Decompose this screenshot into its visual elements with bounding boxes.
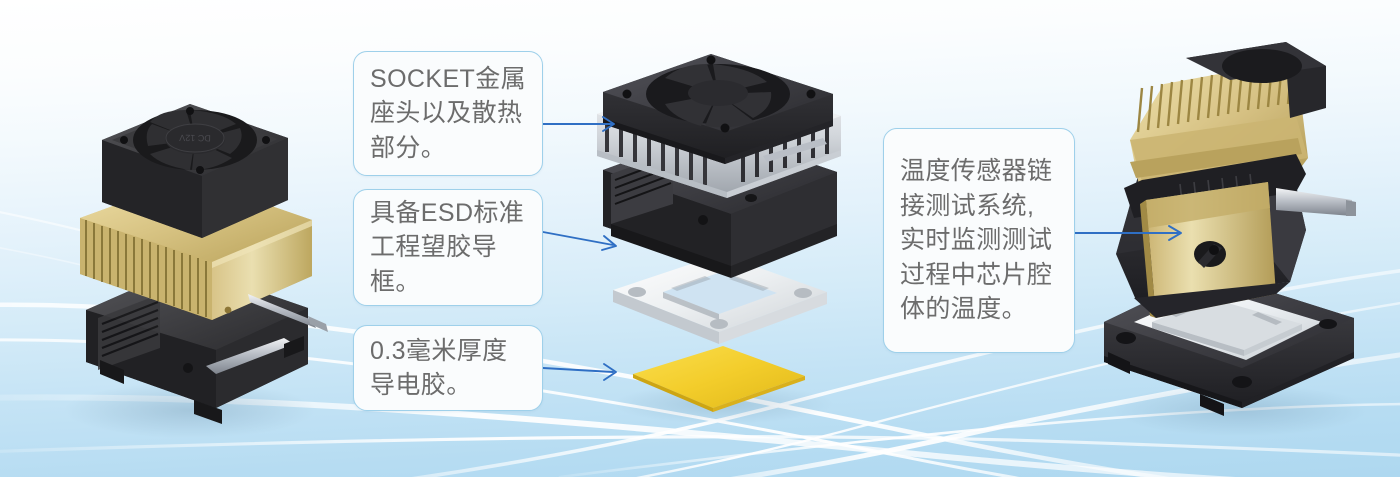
callout-socket-head-text: SOCKET金属座头以及散热部分。 [370,64,526,162]
brass-contact-plate [1140,182,1276,318]
product-right-open [1090,22,1390,452]
callout-conductive-adhesive-text: 0.3毫米厚度导电胶。 [370,336,508,400]
callout-temperature-sensor-text: 温度传感器链接测试系统, 实时监测测试过程中芯片腔体的温度。 [900,157,1053,324]
callout-conductive-adhesive[interactable]: 0.3毫米厚度导电胶。 [353,325,543,411]
callout-esd-frame[interactable]: 具备ESD标准工程望胶导框。 [353,189,543,306]
arrow-head-3 [603,363,617,381]
yellow-thermal-pad [633,346,805,412]
fan-label: DC 12V [179,133,211,144]
arrow-head-1 [602,116,615,132]
callout-temperature-sensor[interactable]: 温度传感器链接测试系统, 实时监测测试过程中芯片腔体的温度。 [883,128,1075,353]
product-left-assembled: DC 12V [40,48,340,448]
carrier-front-lip [1134,282,1290,318]
arrow-head-2 [601,235,617,251]
arrow-line-3 [542,367,614,373]
cooling-fan: DC 12V [102,104,288,238]
temperature-probe [763,138,827,162]
arrow-head-4 [1168,225,1182,241]
brass-heatsink-fins [1130,42,1326,200]
product-center-exploded [555,52,885,432]
temperature-probe [1276,188,1356,216]
cooling-fan [603,54,833,164]
callout-socket-head[interactable]: SOCKET金属座头以及散热部分。 [353,51,543,176]
callout-esd-frame-text: 具备ESD标准工程望胶导框。 [370,198,525,296]
arrow-line-2 [542,231,614,246]
white-guide-frame [613,254,827,344]
sensor-probe [248,294,328,332]
